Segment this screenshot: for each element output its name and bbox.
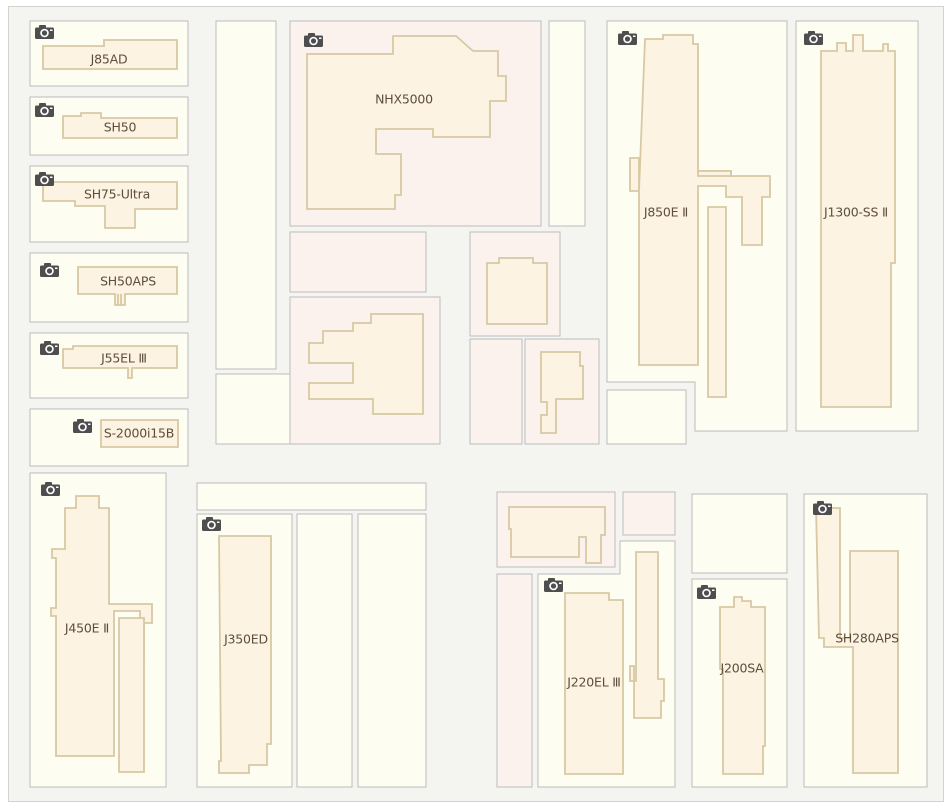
machine-label-j350ed: J350ED [224,631,268,647]
outline-j55el3[interactable] [62,345,178,379]
machine-outlines [42,34,899,775]
outline-s2000i15b[interactable] [100,419,179,448]
outline-sh50[interactable] [62,112,178,139]
outline-j350ed[interactable] [218,535,272,774]
zone-small-o[interactable] [691,493,788,574]
outline-sh75ultra[interactable] [42,181,178,229]
machine-label-j55el3: J55EL Ⅲ [101,350,147,366]
outline-machine-e[interactable] [486,257,548,325]
camera-icon[interactable] [35,103,54,117]
machine-label-sh50: SH50 [103,119,137,135]
outline-j450e2[interactable] [50,495,153,757]
camera-icon[interactable] [35,25,54,39]
camera-icon[interactable] [40,263,59,277]
camera-icon[interactable] [304,33,323,47]
machine-label-s2000i15b: S-2000i15B [103,425,175,441]
machine-label-sh75ultra: SH75-Ultra [83,186,151,202]
camera-icon[interactable] [35,172,54,186]
camera-icon[interactable] [40,341,59,355]
machine-label-sh280aps: SH280APS [835,630,899,646]
outline-machine-c[interactable] [308,313,424,415]
machine-label-j200sa: J200SA [720,660,764,676]
zone-strip-b[interactable] [289,231,427,293]
camera-icon[interactable] [804,31,823,45]
machine-label-nhx5000: NHX5000 [375,91,433,107]
outline-j220el3-arm[interactable] [629,551,665,719]
machine-label-j85ad: J85AD [90,51,128,67]
camera-icon[interactable] [202,517,221,531]
machine-label-j450e2: J450E Ⅱ [64,620,110,636]
zone-column-n[interactable] [496,573,533,788]
outline-sh280aps[interactable] [815,507,899,774]
camera-icon[interactable] [618,31,637,45]
outline-j200sa[interactable] [719,596,766,775]
zone-column-a[interactable] [215,20,277,370]
outline-sh50aps[interactable] [77,266,178,306]
zone-column-j[interactable] [296,513,353,788]
zone-small-h[interactable] [606,389,687,445]
machine-label-sh50aps: SH50APS [100,273,156,289]
outline-j85ad[interactable] [42,39,178,70]
outline-j1300ss2[interactable] [820,34,896,408]
zone-small-f[interactable] [469,338,523,445]
camera-icon[interactable] [813,501,832,515]
camera-icon[interactable] [41,482,60,496]
outline-j450e2-side[interactable] [118,617,145,773]
zone-column-d[interactable] [548,20,586,227]
zone-small-a[interactable] [215,373,291,445]
outline-j850e2[interactable] [629,34,771,366]
outline-j850e2-arm[interactable] [697,170,732,177]
outline-j220el3[interactable] [564,592,624,775]
machine-label-j1300ss2: J1300-SS Ⅱ [823,204,889,220]
outline-j850e2-rail[interactable] [707,206,727,398]
floor-map: J85AD SH50 SH75-Ultra SH50APS J55EL Ⅲ S-… [8,6,944,802]
zone-strip-i[interactable] [196,482,427,511]
zone-column-k[interactable] [357,513,427,788]
machine-label-j220el3: J220EL Ⅲ [567,674,621,690]
outline-nhx5000[interactable] [306,35,507,210]
camera-icon[interactable] [73,419,92,433]
machine-label-j850e2: J850E Ⅱ [643,204,689,220]
camera-icon[interactable] [544,578,563,592]
outline-machine-l[interactable] [508,506,606,564]
zone-small-m[interactable] [622,491,676,536]
camera-icon[interactable] [697,585,716,599]
outline-machine-g[interactable] [540,351,584,434]
